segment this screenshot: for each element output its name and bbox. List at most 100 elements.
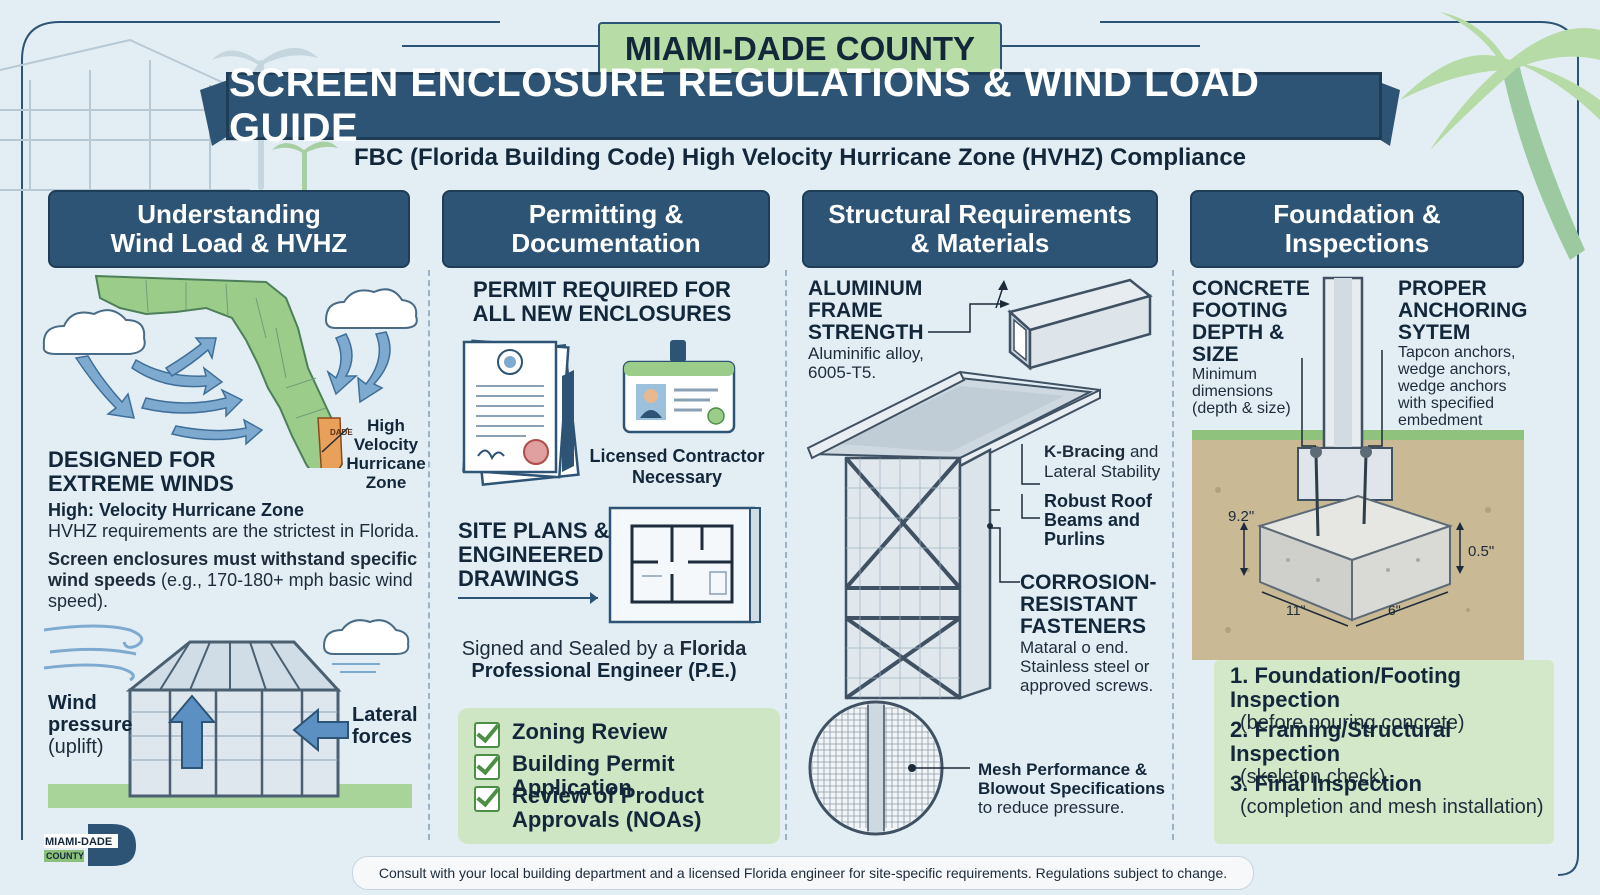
screen-enclosure-icon: [125, 640, 342, 798]
heading-line: PERMIT REQUIRED FOR: [473, 277, 731, 302]
pressure-line: pressure: [48, 714, 133, 736]
permit-documents-illustration: [462, 339, 736, 487]
fastener-line: approved screws.: [1020, 676, 1154, 695]
column-header-permitting: Permitting & Documentation: [442, 190, 770, 268]
column-header-line: Permitting &: [528, 199, 684, 229]
contractor-badge-icon: [622, 340, 736, 434]
permit-checklist: Zoning Review Building Permit Applicatio…: [458, 708, 780, 844]
inspection-title: 3. Final Inspection: [1230, 771, 1422, 796]
wind-arrow-icon: [74, 331, 391, 446]
heading-line: DESIGNED FOR: [48, 447, 216, 472]
anchor-line: with specified: [1398, 395, 1495, 412]
heading-line: ANCHORING: [1398, 299, 1528, 322]
withstand-bold: wind speeds: [48, 570, 157, 590]
kbrace-line: Lateral Stability: [1044, 462, 1161, 481]
column-header-foundation: Foundation & Inspections: [1190, 190, 1524, 268]
heading-line: PROPER: [1398, 277, 1487, 300]
lateral-label: Lateral forces: [352, 704, 418, 748]
column-header-line: Inspections: [1284, 228, 1430, 258]
mesh-line: to reduce pressure.: [978, 798, 1125, 817]
page-title: SCREEN ENCLOSURE REGULATIONS & WIND LOAD…: [226, 61, 1382, 150]
fasteners-text: Mataral o end. Stainless steel or approv…: [1020, 638, 1153, 695]
anchor-bolt-icon: [1314, 453, 1368, 537]
column-header-line: Wind Load & HVHZ: [110, 228, 348, 258]
county-tag: DADE: [330, 428, 353, 437]
dimension-length: 11": [1286, 602, 1306, 618]
kbrace-rest: and: [1125, 442, 1159, 461]
uplift-arrow-icon: [167, 694, 217, 769]
post-icon: [1322, 276, 1364, 450]
roof-line: Robust Roof: [1044, 491, 1152, 511]
pressure-line: Wind: [48, 692, 97, 714]
dimension-width: 6": [1388, 602, 1401, 618]
heading-line: SIZE: [1192, 343, 1239, 366]
signed-sealed-text: Signed and Sealed by a Florida Professio…: [442, 638, 766, 682]
blueprint-icon: [608, 506, 761, 624]
designed-heading: DESIGNED FOR EXTREME WINDS: [48, 448, 234, 496]
contractor-line: Necessary: [631, 467, 723, 487]
logo-text: MIAMI-DADE: [45, 836, 113, 848]
map-label-line: High: [367, 416, 405, 435]
lateral-line: forces: [352, 726, 413, 748]
pressure-label: Wind pressure (uplift): [48, 692, 133, 758]
withstand-text: Screen enclosures must withstand specifi…: [48, 549, 418, 612]
signed-line-2: Professional Engineer (P.E.): [471, 660, 737, 682]
column-divider: [428, 270, 430, 840]
map-label-line: Zone: [365, 473, 407, 492]
fastener-line: Stainless steel or: [1020, 657, 1150, 676]
lateral-arrow-icon: [292, 707, 349, 753]
florida-map-illustration: DADE: [42, 274, 418, 468]
alloy-line: Aluminific alloy,: [808, 344, 924, 363]
heading-line: EXTREME WINDS: [48, 471, 234, 496]
footing-heading: CONCRETE FOOTING DEPTH & SIZE: [1192, 278, 1310, 366]
heading-line: CORROSION-: [1020, 571, 1157, 594]
footing-line: (depth & size): [1192, 400, 1291, 417]
alloy-line: 6005-T5.: [808, 363, 877, 382]
anchoring-heading: PROPER ANCHORING SYTEM: [1398, 278, 1528, 344]
document-stack-icon: [462, 339, 580, 487]
heading-line: DEPTH &: [1192, 321, 1285, 344]
mesh-detail-icon: [808, 700, 970, 836]
checklist-label: Review of Product Approvals (NOAs): [512, 784, 704, 832]
leader-line: [321, 427, 349, 453]
heading-line: FASTENERS: [1020, 615, 1147, 638]
hvhz-zone-icon: [317, 417, 343, 468]
frame-illustration: [806, 278, 1153, 836]
mesh-line: Blowout Specifications: [978, 779, 1166, 798]
concrete-footing-icon: [1256, 494, 1454, 622]
inspection-title: 2. Framing/Structural Inspection: [1230, 717, 1452, 766]
anchor-line: embedment: [1398, 412, 1483, 429]
checklist-item: Review of Product Approvals (NOAs): [474, 784, 704, 832]
checklist-label-line: Review of Product: [512, 783, 704, 808]
inspection-subtitle: (before pouring concrete): [1240, 712, 1465, 734]
inspection-item: 2. Framing/Structural Inspection (skelet…: [1230, 717, 1554, 789]
strictest-text: HVHZ requirements are the strictest in F…: [48, 521, 420, 541]
column-header-line: Foundation &: [1273, 199, 1441, 229]
column-header-wind: Understanding Wind Load & HVHZ: [48, 190, 410, 268]
anchor-line: wedge anchors: [1398, 378, 1507, 395]
checklist-item: Zoning Review: [474, 720, 667, 748]
withstand-end: speed).: [48, 591, 109, 611]
footing-text: Minimum dimensions (depth & size): [1192, 366, 1291, 417]
site-plans-heading: SITE PLANS & ENGINEERED DRAWINGS: [458, 519, 610, 591]
lateral-line: Lateral: [352, 704, 418, 726]
heading-line: DRAWINGS: [458, 566, 579, 591]
checkbox-checked-icon: [474, 722, 500, 748]
footing-line: dimensions: [1192, 383, 1273, 400]
county-label: MIAMI-DADE COUNTY: [598, 22, 1002, 76]
contractor-line: Licensed Contractor: [589, 446, 765, 466]
column-divider: [785, 270, 787, 840]
heading-line: CONCRETE: [1192, 277, 1310, 300]
mesh-line: Mesh Performance &: [978, 760, 1148, 779]
cloud-icon: [42, 309, 146, 355]
roof-beams-text: Robust Roof Beams and Purlins: [1044, 492, 1152, 549]
withstand-rest: (e.g., 170-180+ mph basic wind: [156, 570, 413, 590]
column-header-line: Understanding: [137, 199, 321, 229]
column-divider: [1172, 270, 1174, 840]
enclosure-illustration: [43, 619, 412, 808]
pressure-line: (uplift): [48, 736, 104, 758]
inspection-item: 1. Foundation/Footing Inspection (before…: [1230, 664, 1554, 735]
wall-frame-icon: [844, 447, 992, 700]
map-label-line: Hurricane: [346, 454, 426, 473]
column-header-line: Structural Requirements: [828, 199, 1132, 229]
